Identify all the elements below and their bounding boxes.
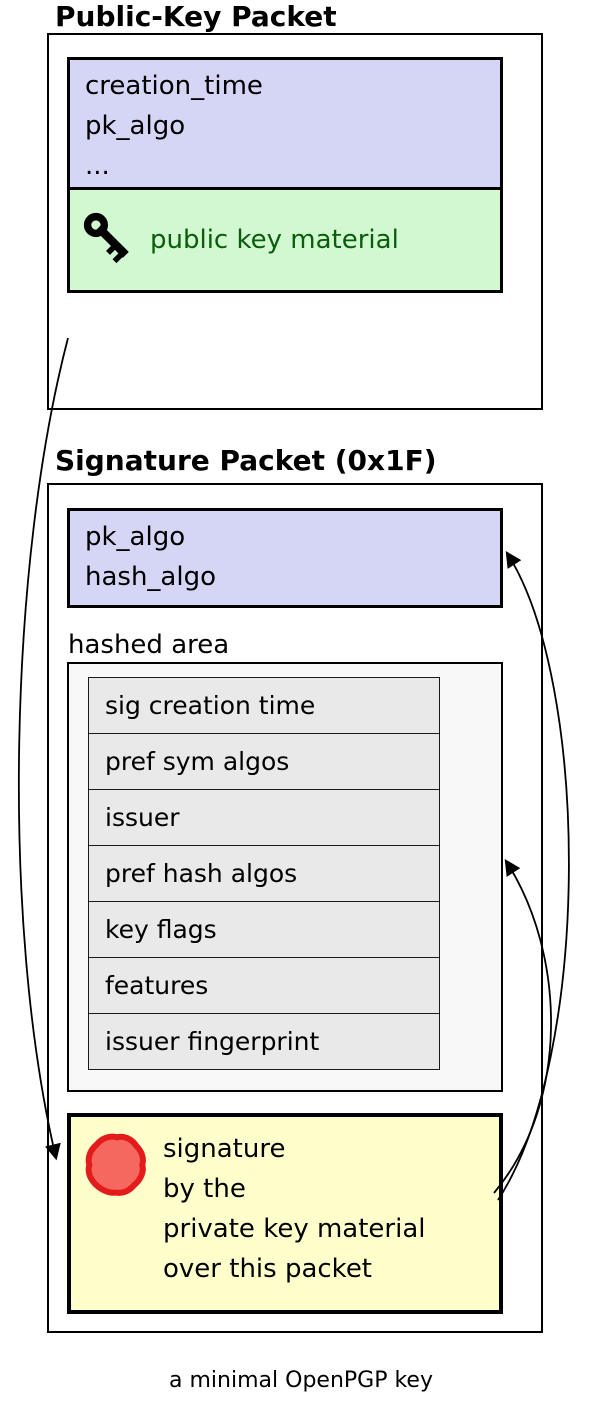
signature-value-box: signature by the private key material ov… bbox=[67, 1113, 503, 1314]
field-creation-time: creation_time bbox=[85, 71, 263, 101]
signature-line: over this packet bbox=[163, 1254, 373, 1284]
hashed-area-label: hashed area bbox=[68, 630, 230, 660]
signature-packet-title: Signature Packet (0x1F) bbox=[55, 444, 437, 477]
wax-seal-icon bbox=[81, 1129, 153, 1201]
subpacket-row: issuer bbox=[88, 789, 440, 846]
subpacket-row: pref hash algos bbox=[88, 845, 440, 902]
signature-header-fields-box: pk_algo hash_algo bbox=[67, 508, 503, 608]
subpacket-row: features bbox=[88, 957, 440, 1014]
signature-line: by the bbox=[163, 1174, 246, 1204]
signature-description: signature by the private key material ov… bbox=[163, 1129, 426, 1289]
key-icon bbox=[82, 210, 134, 270]
field-hash-algo: hash_algo bbox=[85, 562, 217, 592]
signature-line: signature bbox=[163, 1134, 286, 1164]
public-key-packet-title: Public-Key Packet bbox=[55, 0, 337, 33]
subpacket-row: sig creation time bbox=[88, 677, 440, 734]
public-key-material-box: public key material bbox=[67, 187, 503, 293]
subpacket-row: key flags bbox=[88, 901, 440, 958]
field-pk-algo: pk_algo bbox=[85, 522, 186, 552]
field-ellipsis: ... bbox=[85, 151, 110, 181]
subpacket-row: pref sym algos bbox=[88, 733, 440, 790]
public-key-material-label: public key material bbox=[150, 225, 399, 255]
hashed-subpacket-list: sig creation time pref sym algos issuer … bbox=[88, 677, 440, 1070]
subpacket-row: issuer fingerprint bbox=[88, 1013, 440, 1070]
diagram-caption: a minimal OpenPGP key bbox=[169, 1368, 433, 1393]
public-key-header-fields-box: creation_time pk_algo ... bbox=[67, 57, 503, 190]
signature-line: private key material bbox=[163, 1214, 426, 1244]
field-pk-algo: pk_algo bbox=[85, 111, 186, 141]
